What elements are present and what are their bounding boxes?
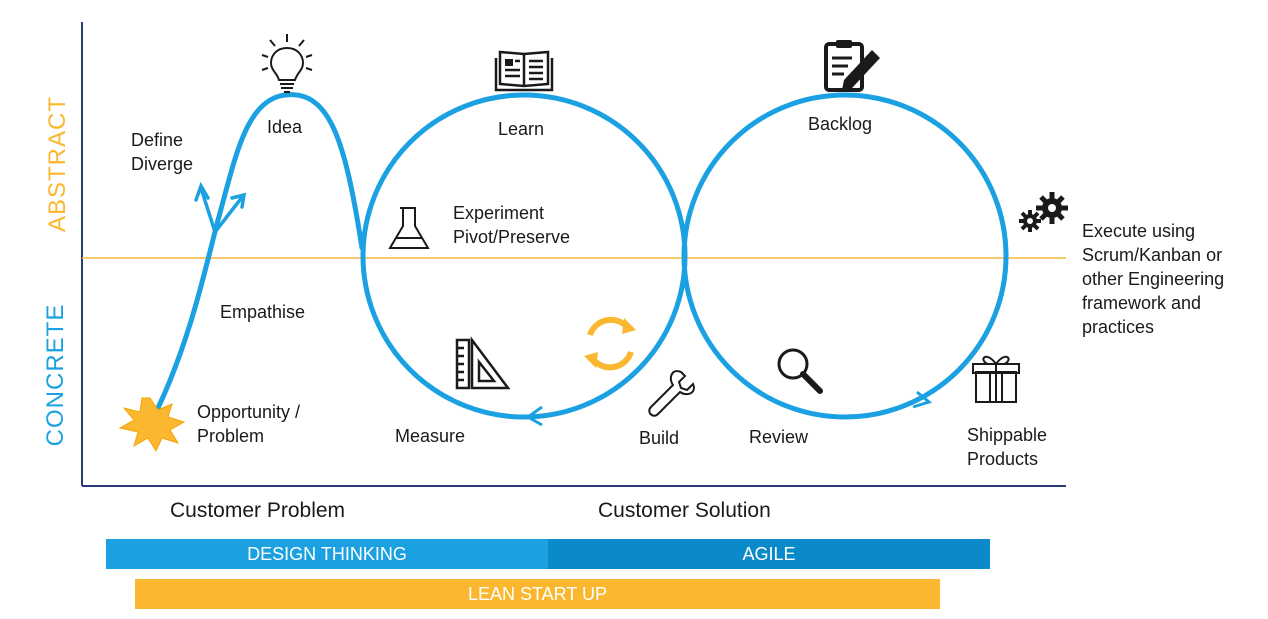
customer-solution-title: Customer Solution <box>598 499 771 522</box>
gift-icon <box>972 355 1020 403</box>
gears-icon <box>1019 192 1068 232</box>
book-icon <box>494 50 554 92</box>
empathise-label: Empathise <box>220 302 306 322</box>
abstract-axis-label: ABSTRACT <box>44 95 71 232</box>
experiment-pivot-label: Experiment Pivot/Preserve <box>453 203 571 247</box>
shippable-products-label: Shippable Products <box>967 425 1048 469</box>
backlog-label: Backlog <box>808 114 873 134</box>
learn-loop-arrow <box>525 405 543 427</box>
idea-curve <box>155 92 365 411</box>
diverge-arrows <box>194 181 247 234</box>
lightbulb-icon <box>261 34 313 93</box>
learn-label: Learn <box>498 119 545 139</box>
build-label: Build <box>639 428 680 448</box>
define-diverge-label: Define Diverge <box>131 130 194 174</box>
agile-bar: AGILE <box>548 539 990 569</box>
lean-start-up-bar: LEAN START UP <box>135 579 940 609</box>
execute-framework-label: Execute using Scrum/Kanban or other Engi… <box>1082 221 1225 337</box>
agile-loop-circle <box>681 92 1009 420</box>
refresh-arrowhead-top <box>622 318 636 334</box>
agile-loop-arrow <box>912 390 933 409</box>
idea-label: Idea <box>267 117 303 137</box>
concrete-axis-label: CONCRETE <box>42 303 69 447</box>
design-thinking-bar: DESIGN THINKING <box>106 539 548 569</box>
ruler-triangle-icon <box>455 336 511 390</box>
wrench-icon <box>648 370 695 417</box>
starburst-icon <box>118 397 186 453</box>
flask-icon <box>388 207 430 249</box>
customer-problem-title: Customer Problem <box>170 499 346 522</box>
learn-loop-circle <box>360 92 688 420</box>
measure-label: Measure <box>395 426 466 446</box>
refresh-arrowhead-bottom <box>584 352 598 368</box>
opportunity-problem-label: Opportunity / Problem <box>197 402 301 446</box>
magnifier-icon <box>777 348 823 394</box>
review-label: Review <box>749 427 809 447</box>
clipboard-pencil-icon <box>824 40 880 92</box>
